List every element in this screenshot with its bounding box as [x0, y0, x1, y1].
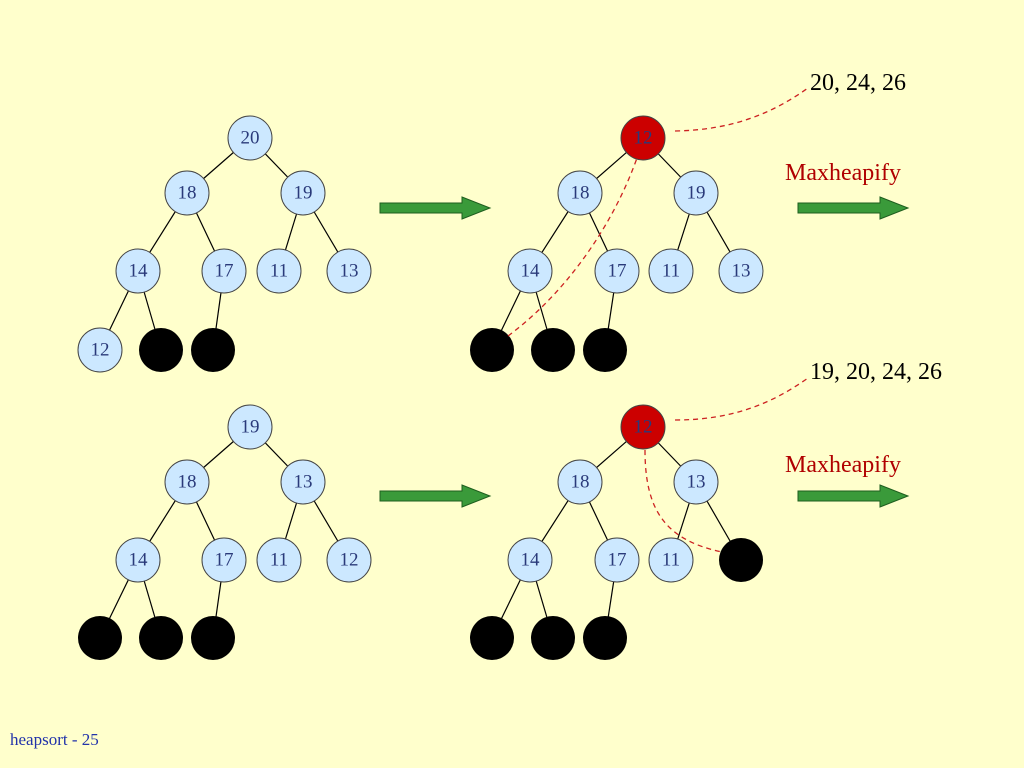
removed-node [531, 616, 575, 660]
removed-node [191, 328, 235, 372]
heap-node: 14 [115, 248, 161, 294]
heap-node: 13 [718, 248, 764, 294]
heap-node: 12 [326, 537, 372, 583]
heap-node: 20 [227, 115, 273, 161]
removed-node [583, 328, 627, 372]
heap-node: 12 [77, 327, 123, 373]
heap-node: 13 [280, 459, 326, 505]
sorted-annotation: 19, 20, 24, 26 [810, 359, 942, 385]
arrow-icon [797, 484, 910, 508]
svg-text:18: 18 [571, 183, 590, 204]
svg-text:17: 17 [608, 550, 627, 571]
svg-text:12: 12 [634, 128, 653, 149]
heap-node: 14 [507, 537, 553, 583]
svg-text:13: 13 [294, 472, 313, 493]
svg-text:12: 12 [634, 417, 653, 438]
operation-label: Maxheapify [785, 452, 901, 478]
svg-text:13: 13 [732, 261, 751, 282]
removed-node [583, 616, 627, 660]
heap-node: 11 [256, 537, 302, 583]
heap-node: 14 [507, 248, 553, 294]
removed-node [719, 538, 763, 582]
heap-node: 17 [594, 537, 640, 583]
heap-node: 11 [256, 248, 302, 294]
svg-text:19: 19 [687, 183, 706, 204]
removed-node [531, 328, 575, 372]
svg-text:17: 17 [608, 261, 627, 282]
annotation-leader-dashed [674, 377, 809, 421]
annotation-leader-dashed [674, 87, 809, 132]
arrow-icon [379, 484, 492, 508]
move-path-dashed [644, 449, 723, 553]
tree-top-left: 20 18 19 14 17 11 13 12 [77, 115, 372, 373]
removed-node [470, 328, 514, 372]
removed-node [191, 616, 235, 660]
heap-node: 17 [201, 248, 247, 294]
svg-text:20: 20 [241, 128, 260, 149]
svg-text:14: 14 [521, 550, 541, 571]
tree-top-right: 12 18 19 14 17 11 13 [470, 87, 809, 372]
heap-node: 13 [673, 459, 719, 505]
heap-node: 11 [648, 537, 694, 583]
removed-node [470, 616, 514, 660]
svg-text:11: 11 [662, 550, 680, 571]
heap-node: 18 [557, 170, 603, 216]
heap-node-highlighted: 12 [620, 115, 666, 161]
removed-node [139, 616, 183, 660]
svg-text:17: 17 [215, 550, 234, 571]
svg-text:14: 14 [129, 550, 149, 571]
svg-text:11: 11 [270, 550, 288, 571]
svg-text:14: 14 [129, 261, 149, 282]
heap-node: 17 [201, 537, 247, 583]
removed-node [139, 328, 183, 372]
svg-text:18: 18 [178, 183, 197, 204]
heap-node: 11 [648, 248, 694, 294]
arrow-icon [379, 196, 492, 220]
svg-text:18: 18 [571, 472, 590, 493]
removed-node [78, 616, 122, 660]
heap-node: 13 [326, 248, 372, 294]
sorted-annotation: 20, 24, 26 [810, 70, 906, 96]
heap-node: 18 [557, 459, 603, 505]
heap-node: 19 [227, 404, 273, 450]
heap-node: 17 [594, 248, 640, 294]
svg-text:13: 13 [687, 472, 706, 493]
arrow-icon [797, 196, 910, 220]
svg-text:19: 19 [294, 183, 313, 204]
svg-text:12: 12 [91, 340, 110, 361]
svg-text:12: 12 [340, 550, 359, 571]
heap-node: 19 [280, 170, 326, 216]
svg-text:11: 11 [270, 261, 288, 282]
heap-node: 18 [164, 170, 210, 216]
heap-node: 19 [673, 170, 719, 216]
svg-text:17: 17 [215, 261, 234, 282]
operation-label: Maxheapify [785, 160, 901, 186]
svg-text:19: 19 [241, 417, 260, 438]
svg-text:18: 18 [178, 472, 197, 493]
svg-text:13: 13 [340, 261, 359, 282]
heap-node: 18 [164, 459, 210, 505]
heap-node: 14 [115, 537, 161, 583]
svg-text:11: 11 [662, 261, 680, 282]
tree-bottom-left: 19 18 13 14 17 11 12 [78, 404, 372, 660]
svg-text:14: 14 [521, 261, 541, 282]
slide-footer: heapsort - 25 [10, 730, 99, 749]
tree-bottom-right: 12 18 13 14 17 11 [470, 377, 809, 660]
move-path-dashed [507, 157, 638, 337]
heap-node-highlighted: 12 [620, 404, 666, 450]
